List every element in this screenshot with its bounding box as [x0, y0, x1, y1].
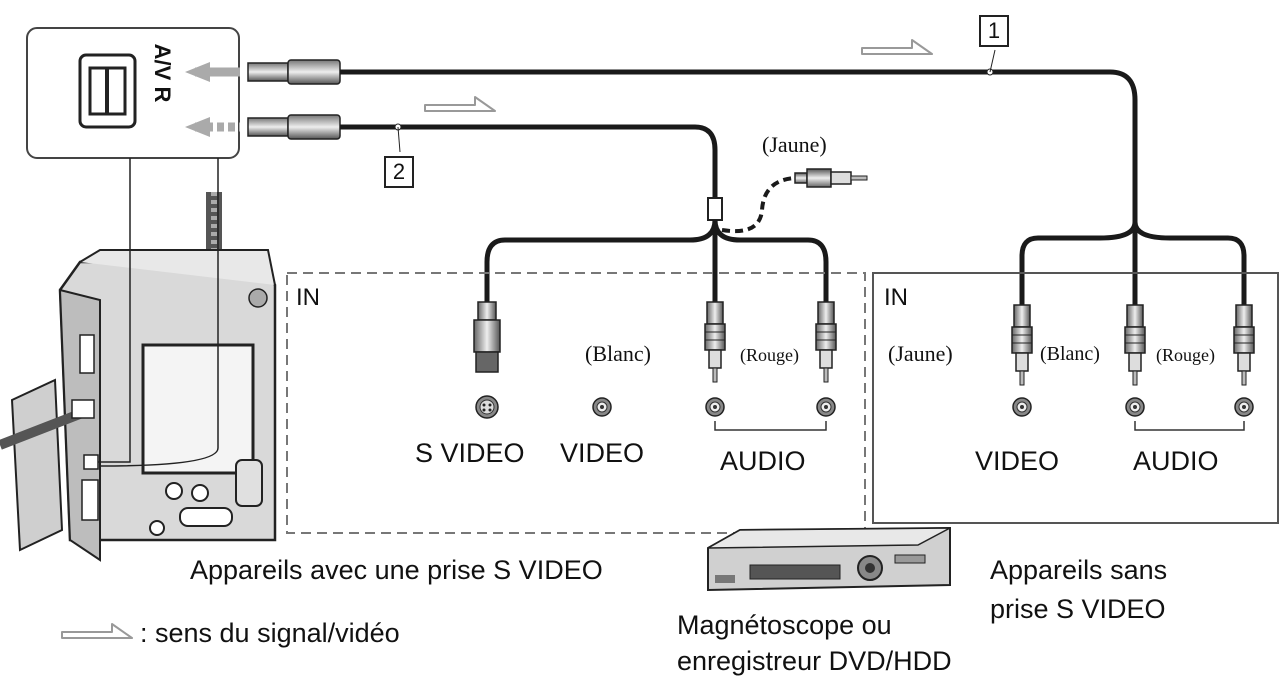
- left-blanc-label: (Blanc): [585, 341, 651, 366]
- caption-with-svideo: Appareils avec une prise S VIDEO: [190, 555, 603, 585]
- signal-arrow-icon: [424, 96, 496, 112]
- panel-with-svideo: [286, 272, 866, 534]
- vcr-icon: [707, 526, 951, 592]
- right-audio-label: AUDIO: [1133, 446, 1219, 476]
- av-r-port-label: A/V R: [150, 43, 175, 103]
- right-blanc-label: (Blanc): [1040, 343, 1100, 365]
- cable-2-number: 2: [384, 156, 414, 188]
- jack-socket-icon: [816, 397, 836, 417]
- jack-socket-icon: [1012, 397, 1032, 417]
- right-jaune-label: (Jaune): [888, 341, 953, 366]
- yellow-plug-label: (Jaune): [762, 132, 827, 157]
- right-video-label: VIDEO: [975, 446, 1060, 476]
- left-audio-label: AUDIO: [720, 446, 806, 476]
- s-video-jack-icon: [475, 395, 499, 419]
- left-video-label: VIDEO: [560, 438, 645, 468]
- rca-plug-icon: [794, 168, 868, 188]
- caption-without-svideo-line2: prise S VIDEO: [990, 594, 1166, 624]
- rca-plug-icon: [704, 301, 726, 383]
- left-rouge-label: (Rouge): [740, 345, 799, 365]
- signal-arrow-icon: [61, 623, 133, 639]
- signal-arrow-icon: [861, 39, 933, 55]
- jack-socket-icon: [705, 397, 725, 417]
- rca-plug-icon: [1233, 304, 1255, 386]
- av-r-jack-icon: [78, 53, 137, 129]
- cable-1: [185, 49, 1247, 305]
- recorder-label-line2: enregistreur DVD/HDD: [677, 646, 952, 676]
- cable-1-number: 1: [979, 15, 1009, 47]
- jack-socket-icon: [1234, 397, 1254, 417]
- recorder-label-line1: Magnétoscope ou: [677, 610, 892, 640]
- rca-plug-icon: [1011, 304, 1033, 386]
- cable-2: [185, 114, 829, 302]
- legend-signal-direction: : sens du signal/vidéo: [140, 618, 400, 648]
- caption-without-svideo-line1: Appareils sans: [990, 555, 1168, 585]
- rca-plug-icon: [1124, 304, 1146, 386]
- s-video-plug-icon: [473, 301, 501, 373]
- rca-plug-icon: [815, 301, 837, 383]
- left-svideo-label: S VIDEO: [415, 438, 525, 468]
- panel-without-svideo: [872, 272, 1279, 524]
- jack-socket-icon: [592, 397, 612, 417]
- in-label-right: IN: [884, 284, 908, 311]
- right-rouge-label: (Rouge): [1156, 345, 1215, 365]
- camcorder-icon: [0, 192, 277, 562]
- jack-socket-icon: [1125, 397, 1145, 417]
- in-label-left: IN: [296, 284, 320, 311]
